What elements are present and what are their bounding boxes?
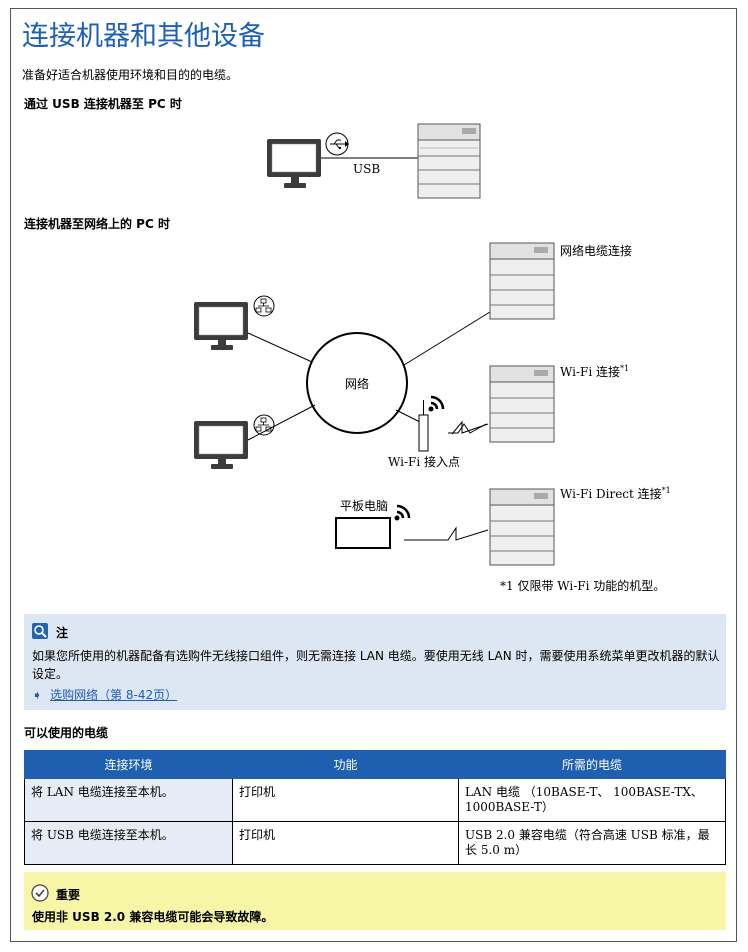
lan-printer-icon bbox=[489, 242, 555, 320]
note-text: 如果您所使用的机器配备有选购件无线接口组件，则无需连接 LAN 电缆。要使用无线… bbox=[32, 649, 720, 681]
network-pc-2-monitor-icon bbox=[194, 421, 248, 469]
table-header-env: 连接环境 bbox=[24, 750, 233, 779]
table-row: 将 LAN 电缆连接至本机。 打印机 LAN 电缆 （10BASE-T、 100… bbox=[24, 778, 726, 822]
cables-title: 可以使用的电缆 bbox=[24, 726, 109, 740]
network-cloud bbox=[306, 332, 408, 434]
table-header-row: 连接环境 功能 所需的电缆 bbox=[24, 750, 726, 779]
page-frame bbox=[10, 8, 737, 942]
page-title: 连接机器和其他设备 bbox=[22, 21, 265, 52]
important-text: 使用非 USB 2.0 兼容电缆可能会导致故障。 bbox=[32, 910, 274, 924]
table-header-func: 功能 bbox=[232, 750, 459, 779]
lan-port-icon bbox=[253, 295, 275, 317]
wifi-connection-label: Wi-Fi 连接*1 bbox=[560, 364, 629, 379]
network-section-heading: 连接机器至网络上的 PC 时 bbox=[24, 217, 170, 231]
wifi-direct-label: Wi-Fi Direct 连接*1 bbox=[560, 486, 671, 501]
access-point-label: Wi-Fi 接入点 bbox=[388, 454, 460, 469]
lan-port-icon bbox=[253, 414, 275, 436]
network-label: 网络 bbox=[345, 376, 369, 391]
intro-text: 准备好适合机器使用环境和目的的电缆。 bbox=[22, 68, 239, 82]
checkmark-circle-icon bbox=[31, 884, 49, 902]
table-cell-func: 打印机 bbox=[232, 778, 459, 822]
table-cell-cable: USB 2.0 兼容电缆（符合高速 USB 标准，最长 5.0 m） bbox=[458, 821, 726, 865]
connection-diagram: USB 网络 bbox=[194, 123, 671, 593]
wifi-printer-icon bbox=[489, 365, 555, 443]
footnote: *1 仅限带 Wi-Fi 功能的机型。 bbox=[500, 578, 665, 593]
cables-table: 连接环境 功能 所需的电缆 将 LAN 电缆连接至本机。 打印机 LAN 电缆 … bbox=[24, 750, 726, 865]
arrow-right-icon: ➧ bbox=[32, 688, 43, 702]
note-link[interactable]: ➧ 选购网络（第 8-42页） bbox=[32, 686, 177, 703]
table-header-cable: 所需的电缆 bbox=[458, 750, 726, 779]
table-cell-func: 打印机 bbox=[232, 821, 459, 865]
wifi-direct-printer-icon bbox=[489, 488, 555, 566]
table-cell-cable: LAN 电缆 （10BASE-T、 100BASE-TX、1000BASE-T） bbox=[458, 778, 726, 822]
access-point-icon bbox=[418, 400, 429, 452]
usb-symbol-icon bbox=[325, 132, 349, 156]
usb-pc-monitor-icon bbox=[267, 139, 321, 188]
usb-label: USB bbox=[353, 162, 380, 176]
note-box: 注 如果您所使用的机器配备有选购件无线接口组件，则无需连接 LAN 电缆。要使用… bbox=[24, 614, 726, 710]
usb-printer-icon bbox=[417, 123, 481, 199]
tablet-label: 平板电脑 bbox=[340, 499, 388, 513]
lan-connection-label: 网络电缆连接 bbox=[560, 243, 632, 258]
tablet-icon bbox=[335, 517, 391, 549]
wifi-signal-icon bbox=[394, 504, 411, 521]
note-title: 注 bbox=[56, 626, 69, 640]
usb-section-heading: 通过 USB 连接机器至 PC 时 bbox=[24, 97, 182, 111]
wifi-signal-icon bbox=[428, 395, 445, 412]
network-pc-1-monitor-icon bbox=[194, 302, 248, 350]
table-row: 将 USB 电缆连接至本机。 打印机 USB 2.0 兼容电缆（符合高速 USB… bbox=[24, 821, 726, 865]
table-cell-env: 将 LAN 电缆连接至本机。 bbox=[24, 778, 233, 822]
note-link-ref[interactable]: （第 8-42页） bbox=[98, 688, 178, 702]
note-icon bbox=[32, 623, 48, 639]
important-box: 重要 使用非 USB 2.0 兼容电缆可能会导致故障。 bbox=[24, 872, 726, 930]
important-title: 重要 bbox=[56, 888, 81, 902]
note-link-text[interactable]: 选购网络 bbox=[50, 688, 99, 702]
table-cell-env: 将 USB 电缆连接至本机。 bbox=[24, 821, 233, 865]
